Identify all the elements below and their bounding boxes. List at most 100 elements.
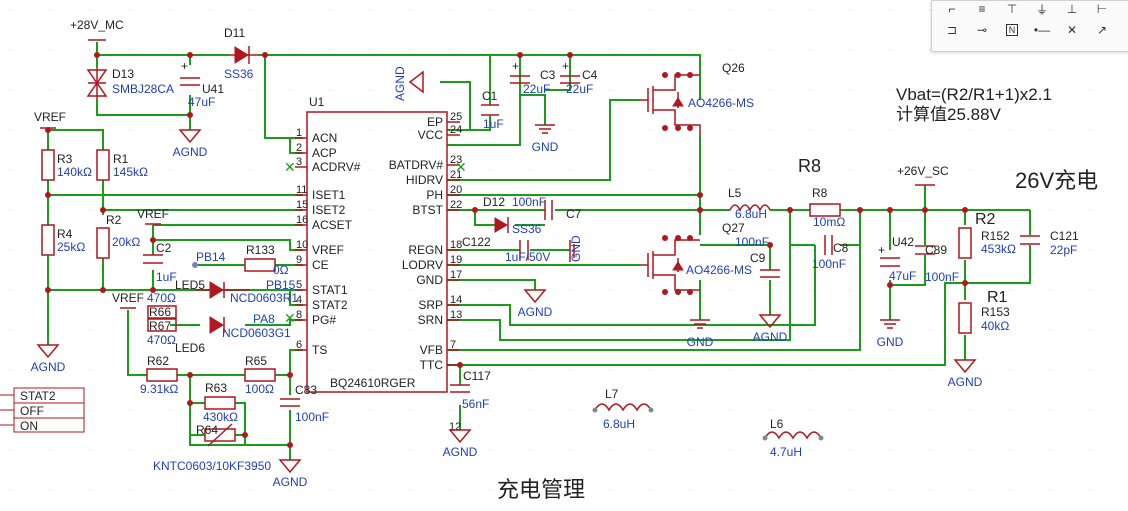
cap-c4[interactable]: + C4 22uF [560,59,598,96]
diode-d11[interactable]: D11 SS36 [224,26,258,81]
diode-d12[interactable]: D12 SS36 [483,195,542,236]
r62-ref: R62 [147,354,169,368]
resistor-r65[interactable]: R65 100Ω [244,354,276,396]
c8-ref: C8 [833,241,849,255]
r8-big-label: R8 [798,156,821,176]
resistor-r153[interactable]: R1 R153 40kΩ [958,289,1010,334]
resistor-r4[interactable]: R4 25kΩ [41,224,85,256]
ic-pin-name: TTC [420,358,444,372]
r63-value: 430kΩ [203,410,238,424]
ground-label: AGND [173,145,208,159]
cap-c121[interactable]: C121 22pF [1020,229,1079,257]
led-led5[interactable]: LED5 NCD0603R1 [175,278,298,305]
resistor-r67[interactable]: R67 470Ω [147,318,177,347]
pin-icon-top[interactable]: ⊤ [1006,2,1018,16]
ic-pin-number: 10 [296,239,308,251]
inductor-l5[interactable]: L5 6.8uH [728,186,771,221]
ic-pin-ttc[interactable]: TTC [420,358,460,372]
inductor-l6[interactable]: L6 4.7uH [762,417,824,459]
vcc-icon-top[interactable]: ⊥ [1066,2,1078,16]
cap-u42[interactable]: + U42 47uF [878,235,916,283]
cap-c8[interactable]: C8 100nF [812,235,849,271]
r67-value: 470Ω [147,333,176,347]
cap-c3[interactable]: + C3 22uF [510,59,556,96]
probe-dot-icon[interactable]: •— [1033,23,1051,37]
u42-ref: U42 [892,235,914,249]
resistor-r1a[interactable]: R1 145kΩ [96,149,148,181]
ic-pin-name: SRN [418,313,443,327]
cap-c83[interactable]: C83 100nF [280,383,329,424]
netflag-icon[interactable]: N [1002,20,1022,40]
ic-pin-number: 23 [450,154,462,166]
resistor-r63[interactable]: R63 430kΩ [203,381,238,424]
gnd-icon-top[interactable]: ⏚ [1035,2,1048,17]
inductor-l7[interactable]: L7 6.8uH [592,387,654,431]
cap-c2[interactable]: C2 1uF [143,241,177,284]
c3-ref: C3 [540,68,556,82]
tvs-d13[interactable]: D13 SMBJ28CA [86,67,174,100]
ground-label: GND [687,335,714,349]
led-led6[interactable]: LED6 NCD0603G1 [175,316,291,355]
net-label-icon[interactable]: ⊸ [976,23,988,37]
cap-u41[interactable]: + U41 47uF [180,59,224,109]
resistor-r133[interactable]: R133 0Ω [244,243,289,277]
cap-c7[interactable]: 100nF C7 [512,195,582,221]
no-connect-icon[interactable]: ✕ [1066,23,1078,37]
cap-c9[interactable]: 100nF C9 [735,235,780,278]
r67-ref: R67 [149,319,171,333]
wire-icon-top[interactable]: ⌐ [948,2,956,16]
test-point-pb14[interactable]: PB14 [192,250,226,268]
ic-pin-number: 6 [296,339,302,351]
q26-value: AO4266-MS [688,96,754,110]
test-point-pa8[interactable]: PA8 ✕ [253,310,296,326]
cap-c89[interactable]: C89 100nF [915,243,959,284]
cap-c1[interactable]: C1 1uF [481,89,504,131]
resistor-r2a[interactable]: R2 20kΩ [96,213,140,259]
test-point-pb15[interactable]: PB15 [266,278,296,292]
resistor-r66[interactable]: R66 470Ω [147,291,177,319]
bus-icon-top[interactable]: ≡ [978,2,986,16]
mosfet-q27[interactable]: Q27 AO4266-MS [640,221,752,295]
c83-ref: C83 [295,383,317,397]
resistor-r62[interactable]: R62 9.31kΩ [140,354,178,396]
ic-pin-number: 22 [450,199,462,211]
cap-c122[interactable]: C122 1uF/50V [462,235,550,264]
net-port-icon[interactable]: ⊐ [946,23,958,37]
thermistor-r64[interactable]: R64 KNTC0603/10KF3950 [153,423,271,473]
ic-pin-number: 3 [296,156,302,168]
q27-value: AO4266-MS [686,263,752,277]
resistor-r8[interactable]: R8 10mΩ R8 [798,156,845,229]
mosfet-q26[interactable]: Q26 AO4266-MS [640,61,754,135]
resistor-r3[interactable]: R3 140kΩ [41,149,92,181]
probe-icon[interactable]: ↗ [1096,23,1108,37]
cap-c117[interactable]: C117 56nF [450,369,491,411]
port-icon-top[interactable]: ⊢ [1096,2,1108,16]
resistor-r152[interactable]: R2 R152 453kΩ [958,211,1016,259]
